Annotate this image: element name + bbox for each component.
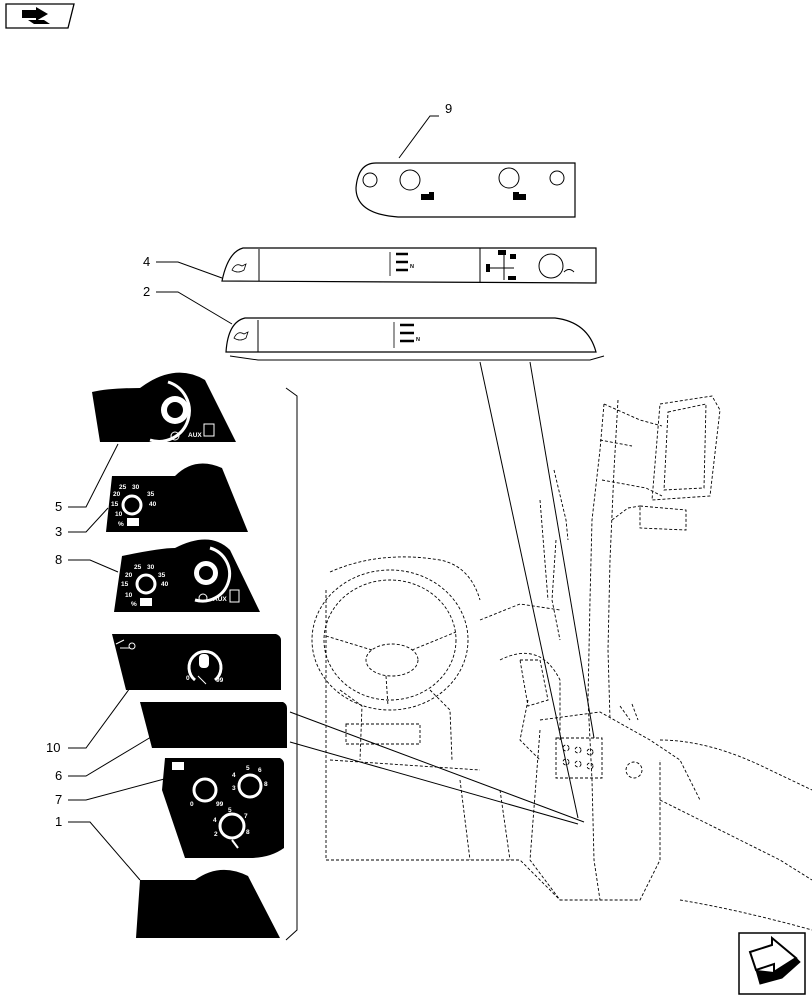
svg-text:5: 5 [228,807,232,814]
nav-top-left[interactable] [5,3,75,29]
decal-9 [355,162,576,218]
svg-text:10: 10 [115,511,123,518]
svg-text:4: 4 [213,817,217,824]
navigation-arrow-icon [22,7,50,24]
svg-text:7: 7 [244,813,248,820]
callout-1: 1 [55,814,62,829]
joystick-directions-icon [486,250,516,280]
svg-text:%: % [118,521,124,528]
callout-9: 9 [445,101,452,116]
hydraulic-lever-icon: N [389,252,414,276]
svg-text:30: 30 [132,484,140,491]
svg-text:40: 40 [149,501,157,508]
callout-2: 2 [143,284,150,299]
aux-label: AUX [188,432,202,439]
svg-text:99: 99 [216,677,224,684]
svg-text:N: N [410,264,414,270]
svg-text:99: 99 [216,801,224,808]
decal-3: 25 30 20 35 15 40 10 % [106,463,248,532]
navigation-arrow-icon [748,935,801,985]
rabbit-icon [231,263,247,273]
tractor-hitch-icon [421,192,434,200]
nav-bottom-right[interactable] [738,932,806,995]
svg-text:30: 30 [147,564,155,571]
svg-text:N: N [416,337,420,343]
svg-text:8: 8 [246,829,250,836]
svg-text:AUX: AUX [213,596,227,603]
decal-4: N [221,247,597,284]
svg-text:15: 15 [121,581,129,588]
svg-text:15: 15 [111,501,119,508]
callout-8: 8 [55,552,62,567]
callout-10: 10 [46,740,60,755]
decal-6 [140,702,287,748]
decal-10: 0 99 [112,634,281,690]
svg-text:8: 8 [264,781,268,788]
svg-text:35: 35 [147,491,155,498]
callout-6: 6 [55,768,62,783]
callout-4: 4 [143,254,150,269]
svg-text:6: 6 [258,767,262,774]
decal-1 [136,869,280,938]
tractor-hitch-icon [513,192,526,200]
svg-text:25: 25 [119,484,127,491]
svg-text:40: 40 [161,581,169,588]
svg-text:4: 4 [232,772,236,779]
decal-2: N [225,317,597,353]
callout-5: 5 [55,499,62,514]
svg-text:3: 3 [232,785,236,792]
svg-text:35: 35 [158,572,166,579]
svg-text:25: 25 [134,564,142,571]
rabbit-icon [233,331,249,341]
hydraulic-lever-icon: N [393,322,420,348]
svg-text:0: 0 [186,675,190,682]
svg-text:0: 0 [190,801,194,808]
svg-text:2: 2 [214,831,218,838]
decal-7: 0 99 4 5 6 3 8 4 5 7 8 2 [162,758,284,858]
callout-7: 7 [55,792,62,807]
svg-text:20: 20 [125,572,133,579]
decal-8: 25 30 20 35 15 40 10 % AUX [114,539,260,612]
svg-text:5: 5 [246,765,250,772]
svg-text:%: % [131,601,137,608]
cab-interior-illustration [311,395,812,931]
callout-3: 3 [55,524,62,539]
svg-text:10: 10 [125,592,133,599]
decal-5: AUX [92,372,236,443]
svg-text:20: 20 [113,491,121,498]
